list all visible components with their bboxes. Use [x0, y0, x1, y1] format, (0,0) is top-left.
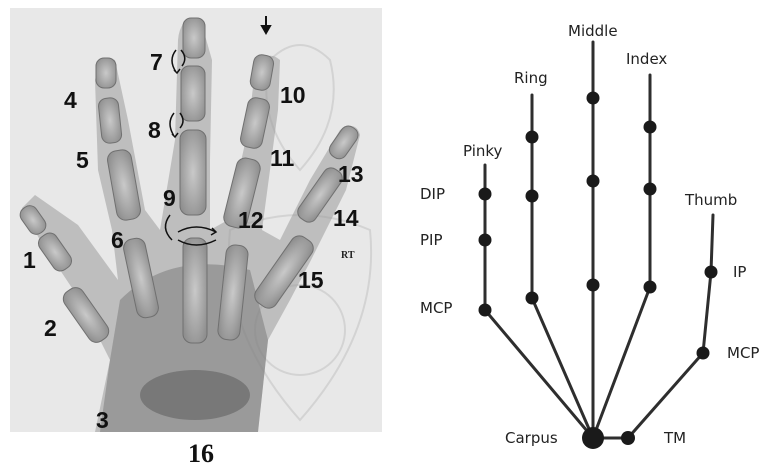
index-dip-dot: [644, 121, 657, 134]
finger-label-ring: Ring: [514, 69, 548, 87]
xray-label-11: 11: [270, 145, 295, 171]
hand-skeleton-diagram: Pinky Ring Middle Index Thumb DIP PIP MC…: [420, 22, 759, 449]
xray-label-7: 7: [150, 49, 163, 75]
xray-rt-marker: RT: [341, 250, 355, 261]
carpus-label: Carpus: [505, 429, 558, 447]
finger-label-index: Index: [626, 50, 667, 68]
finger-label-thumb: Thumb: [684, 191, 737, 209]
joint-label-thumb-ip: IP: [733, 263, 746, 281]
joint-dots: [479, 92, 718, 450]
tm-dot: [621, 431, 635, 445]
xray-label-3: 3: [96, 407, 109, 433]
middle-dip-dot: [587, 92, 600, 105]
xray-image: 1 2 3 4 5 6 7 8 9 10 11 12 13 14 15 RT 1…: [10, 8, 382, 468]
xray-label-5: 5: [76, 147, 89, 173]
xray-label-4: 4: [64, 87, 77, 113]
carpus-dot: [582, 427, 604, 449]
thumb-mcp-dot: [697, 347, 710, 360]
ring-dip-dot: [526, 131, 539, 144]
pinky-dip-dot: [479, 188, 492, 201]
xray-label-12: 12: [238, 207, 264, 233]
pinky-pip-dot: [479, 234, 492, 247]
xray-label-9: 9: [163, 185, 176, 211]
joint-label-dip: DIP: [420, 185, 445, 203]
xray-label-2: 2: [44, 315, 57, 341]
middle-mcp-dot: [587, 279, 600, 292]
xray-label-15: 15: [298, 267, 324, 293]
joint-label-mcp: MCP: [420, 299, 452, 317]
xray-label-13: 13: [338, 161, 364, 187]
joint-label-pip: PIP: [420, 231, 443, 249]
ring-mcp-dot: [526, 292, 539, 305]
xray-label-6: 6: [111, 227, 124, 253]
pinky-mcp-dot: [479, 304, 492, 317]
xray-label-1: 1: [23, 247, 36, 273]
joint-label-thumb-mcp: MCP: [727, 344, 759, 362]
tm-label: TM: [663, 429, 686, 447]
tm-thumb-link: [628, 353, 703, 438]
pinky-metacarpal-link: [485, 310, 593, 438]
middle-pip-dot: [587, 175, 600, 188]
thumb-chain: [703, 215, 713, 353]
finger-label-middle: Middle: [568, 22, 618, 40]
xray-label-14: 14: [333, 205, 359, 231]
xray-label-10: 10: [280, 82, 306, 108]
index-mcp-dot: [644, 281, 657, 294]
thumb-ip-dot: [705, 266, 718, 279]
finger-label-pinky: Pinky: [463, 142, 503, 160]
index-metacarpal-link: [593, 287, 650, 438]
xray-label-16: 16: [188, 439, 214, 468]
index-pip-dot: [644, 183, 657, 196]
ring-pip-dot: [526, 190, 539, 203]
xray-label-8: 8: [148, 117, 161, 143]
ring-metacarpal-link: [532, 298, 593, 438]
